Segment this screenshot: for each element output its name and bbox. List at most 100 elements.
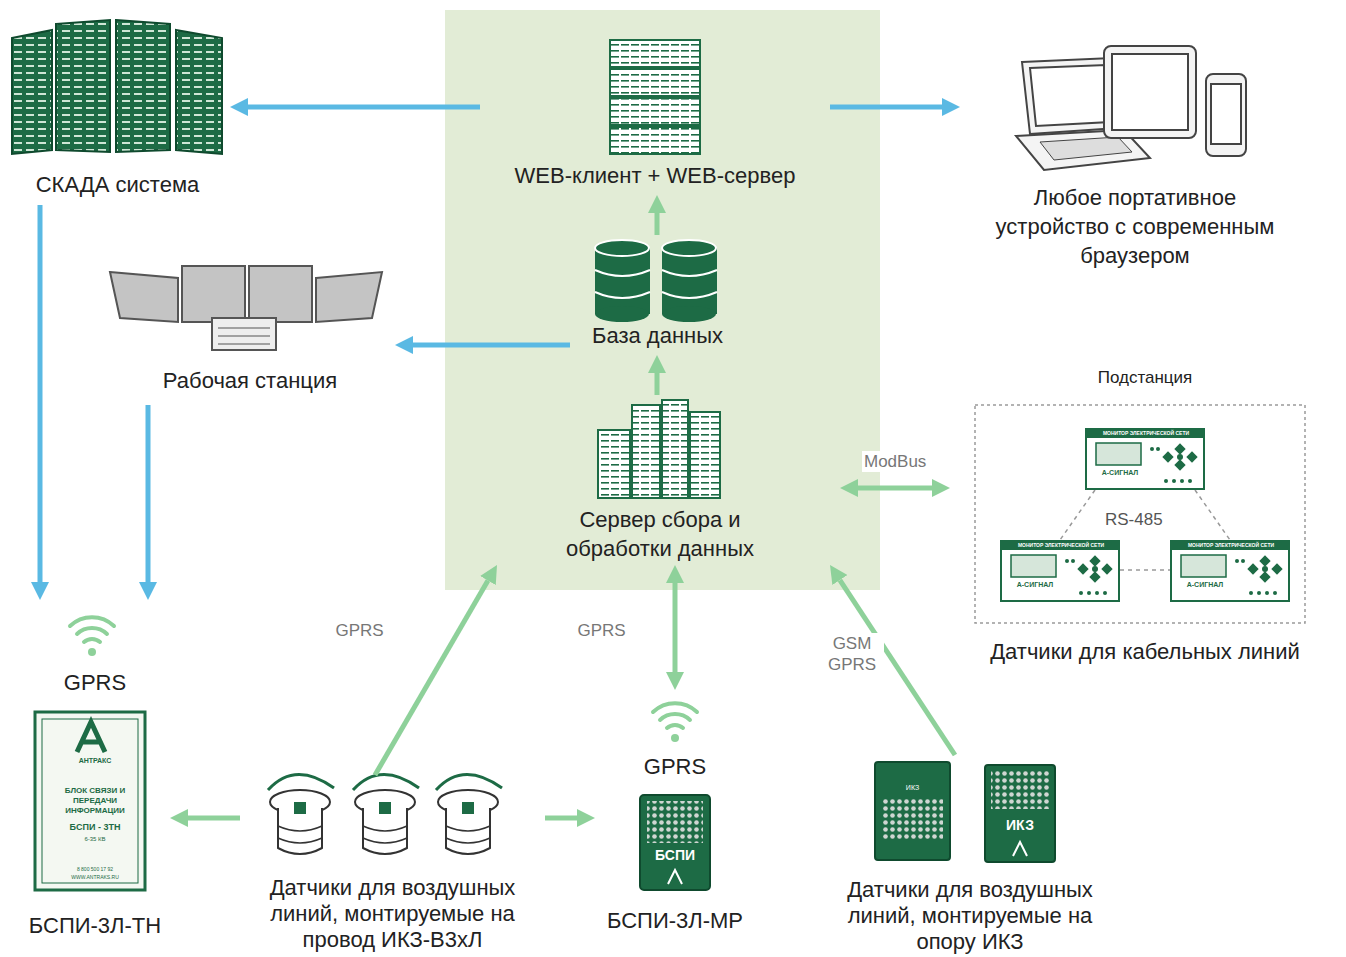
node-text: МОНИТОР ЭЛЕКТРИЧЕСКОЙ СЕТИ — [1176, 542, 1286, 548]
scada-racks — [12, 30, 52, 154]
icon-node: Любое портативное устройство с современн… — [960, 40, 1310, 275]
connector — [1120, 569, 1170, 571]
scada-racks — [176, 30, 222, 154]
icon-node: GPRS АНТРАКС БЛОК СВЯЗИ И ПЕРЕДАЧИ ИНФОРМА… — [20, 600, 170, 950]
connector-label: ModBus — [862, 451, 926, 472]
node-text: МОНИТОР ЭЛЕКТРИЧЕСКОЙ СЕТИ — [1006, 542, 1116, 548]
icon-node: Рабочая станция — [105, 255, 395, 405]
portable-devices-icon — [1206, 74, 1246, 156]
web-server-icon — [610, 127, 700, 154]
node-text: GPRS — [595, 754, 755, 780]
node-text: Датчики для воздушных линий, монтируемые… — [240, 875, 545, 953]
connector — [248, 105, 480, 110]
connector — [146, 405, 151, 582]
node-text: ИКЗ — [985, 817, 1055, 834]
ikz-devices — [985, 765, 1055, 862]
collection-server-icon — [598, 400, 720, 498]
workstation-icon — [110, 266, 382, 350]
workstation-icon — [110, 272, 178, 322]
node-text: ИКЗ — [875, 784, 950, 792]
node-text: АНТРАКС — [20, 757, 170, 765]
node-text: Любое портативное устройство с современн… — [985, 183, 1285, 270]
connector — [413, 343, 570, 348]
node-text: 8 800 500 17 92 — [20, 866, 170, 872]
bspi-mr-device — [640, 795, 710, 890]
database-icon — [662, 270, 717, 298]
bspi-mr-device — [640, 795, 710, 890]
web-server-icon — [610, 40, 700, 154]
portable-devices-icon — [1211, 84, 1241, 144]
wifi-icon — [70, 617, 114, 626]
icon-node: Датчики для воздушных линий, монтируемые… — [240, 775, 545, 955]
connector-label: GPRS — [330, 620, 389, 641]
collection-server-icon — [690, 412, 720, 498]
bus-label: RS-485 — [1103, 509, 1165, 530]
connector — [673, 583, 678, 672]
device-box: МОНИТОР ЭЛЕКТРИЧЕСКОЙ СЕТИ А-СИГНАЛ — [1085, 428, 1205, 490]
node-text: А-СИГНАЛ — [1093, 469, 1147, 477]
signal-devices — [1001, 429, 1289, 601]
icon-node: Сервер сбора и обработки данных — [480, 395, 840, 565]
ikz-devices — [1013, 842, 1027, 856]
wifi-icon — [660, 714, 690, 720]
connector-label: GPRS — [572, 620, 631, 641]
web-server-icon — [610, 98, 700, 125]
scada-racks — [116, 20, 170, 152]
node-text: Сервер сбора и обработки данных — [530, 505, 790, 563]
connector — [655, 373, 660, 395]
connector — [1195, 490, 1230, 540]
node-text: СКАДА система — [5, 172, 230, 198]
signal-devices — [1171, 541, 1289, 601]
node-text: GPRS — [20, 670, 170, 696]
substation-border — [975, 405, 1305, 623]
database-icon — [595, 270, 650, 298]
database-icon — [662, 306, 716, 322]
node-text: БСПИ — [595, 847, 755, 864]
device-box: МОНИТОР ЭЛЕКТРИЧЕСКОЙ СЕТИ А-СИГНАЛ — [1170, 540, 1290, 602]
collection-server-icon — [598, 430, 630, 498]
node-text: БЛОК СВЯЗИ И ПЕРЕДАЧИ ИНФОРМАЦИИ — [45, 786, 145, 816]
icon-node: ИКЗИКЗДатчики для воздушных линий, монти… — [815, 755, 1125, 955]
node-text: БСПИ-3Л-МР — [595, 908, 755, 934]
node-text: WWW.ANTRAKS.RU — [20, 874, 170, 880]
wifi-icon — [77, 628, 107, 634]
connector — [375, 581, 488, 775]
database-icon — [595, 306, 649, 322]
node-text: А-СИГНАЛ — [1008, 581, 1062, 589]
portable-devices-icon — [1112, 54, 1188, 130]
bspi-tn-device — [77, 722, 105, 752]
connector — [188, 816, 240, 821]
database-icon — [662, 240, 716, 256]
ikz-devices — [882, 798, 943, 840]
database-icon — [595, 240, 717, 322]
portable-devices-icon — [1030, 65, 1110, 126]
node-text: БСПИ-3Л-ТН — [20, 913, 170, 939]
device-box: МОНИТОР ЭЛЕКТРИЧЕСКОЙ СЕТИ А-СИГНАЛ — [1000, 540, 1120, 602]
bspi-mr-device — [647, 801, 703, 843]
node-text: А-СИГНАЛ — [1178, 581, 1232, 589]
node-text: 6-35 КВ — [20, 836, 170, 843]
node-text: WEB-клиент + WEB-сервер — [480, 163, 830, 189]
sensors — [353, 774, 419, 854]
icon-node: СКАДА система — [5, 15, 230, 205]
portable-devices-icon — [1104, 46, 1196, 138]
database-icon — [662, 248, 717, 314]
node-text: База данных — [570, 323, 745, 349]
bspi-mr-device — [668, 870, 682, 884]
workstation-icon — [316, 272, 382, 322]
workstation-icon — [249, 266, 312, 322]
node-text: МОНИТОР ЭЛЕКТРИЧЕСКОЙ СЕТИ — [1091, 430, 1201, 436]
sensors — [268, 774, 502, 854]
icon-node: WEB-клиент + WEB-сервер — [480, 30, 830, 195]
node-text: Рабочая станция — [105, 368, 395, 394]
ikz-devices — [875, 762, 950, 860]
bspi-tn-device — [35, 712, 145, 890]
workstation-icon — [218, 328, 270, 344]
wifi-icon — [667, 725, 683, 728]
scada-racks — [12, 20, 222, 154]
database-icon — [595, 248, 650, 314]
wifi-icon — [84, 639, 100, 642]
